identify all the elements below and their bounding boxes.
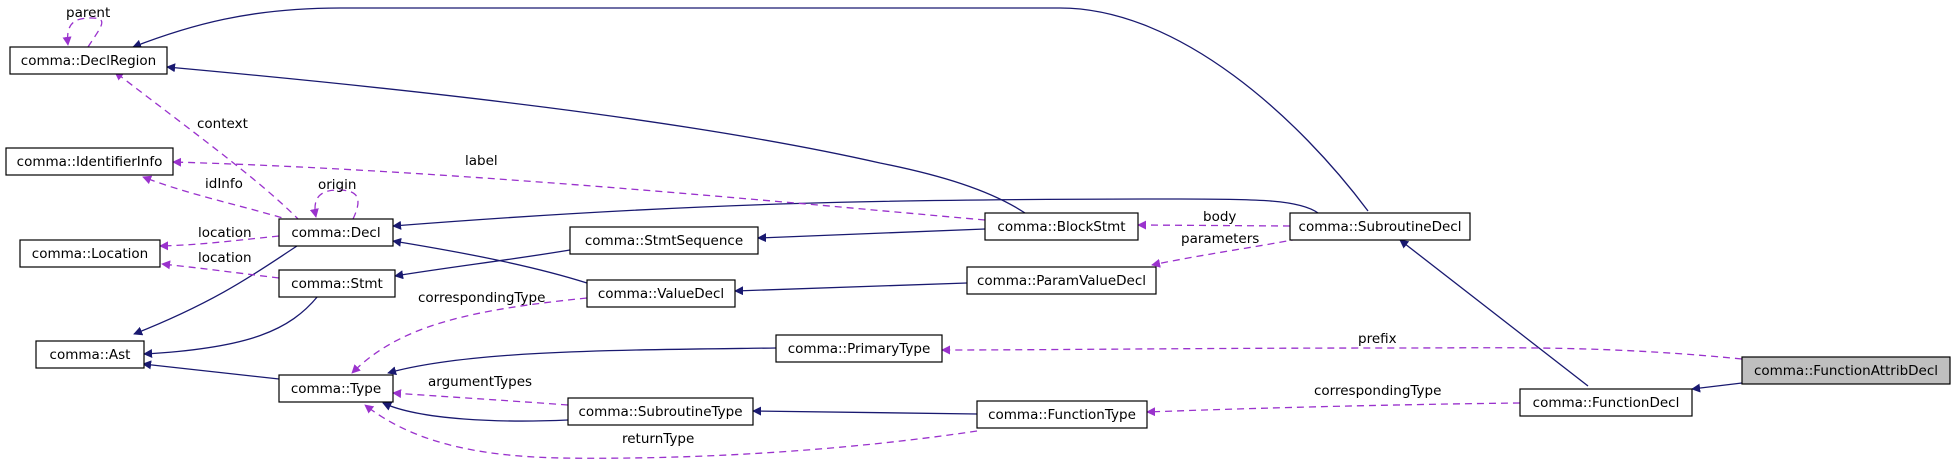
label-correspondingtype-functiondecl: correspondingType bbox=[1314, 383, 1441, 399]
node-stmt-label: comma::Stmt bbox=[291, 276, 383, 292]
edge-functiontype-returntype bbox=[364, 404, 978, 459]
label-correspondingtype-valuedecl: correspondingType bbox=[418, 290, 545, 306]
label-argumenttypes: argumentTypes bbox=[428, 374, 532, 390]
edge-decl-idinfo bbox=[142, 175, 294, 222]
node-identifierinfo-label: comma::IdentifierInfo bbox=[17, 154, 163, 170]
edge-subroutinedecl-to-declregion bbox=[132, 7, 1369, 212]
edge-decl-to-ast bbox=[133, 245, 298, 336]
edge-decl-origin-self bbox=[309, 189, 359, 220]
label-body: body bbox=[1203, 209, 1236, 225]
label-prefix: prefix bbox=[1358, 331, 1397, 347]
node-paramvaluedecl-label: comma::ParamValueDecl bbox=[977, 273, 1146, 289]
edge-stmt-location bbox=[161, 260, 280, 279]
edge-type-to-ast bbox=[142, 360, 280, 380]
node-decl[interactable]: comma::Decl bbox=[278, 218, 394, 247]
node-functiontype-label: comma::FunctionType bbox=[988, 407, 1136, 423]
node-functiontype[interactable]: comma::FunctionType bbox=[976, 400, 1148, 429]
label-location-stmt: location bbox=[198, 250, 252, 266]
edge-functiondecl-correspondingtype bbox=[1146, 402, 1521, 417]
label-returntype: returnType bbox=[622, 431, 694, 447]
label-label: label bbox=[465, 153, 498, 169]
edge-functiontype-to-subroutinetype bbox=[752, 406, 978, 416]
node-blockstmt[interactable]: comma::BlockStmt bbox=[984, 212, 1139, 241]
node-primarytype-label: comma::PrimaryType bbox=[788, 341, 931, 357]
node-ast-label: comma::Ast bbox=[50, 347, 131, 363]
node-stmtsequence-label: comma::StmtSequence bbox=[585, 233, 743, 249]
node-declregion[interactable]: comma::DeclRegion bbox=[9, 46, 168, 75]
node-functiondecl-label: comma::FunctionDecl bbox=[1533, 395, 1680, 411]
node-blockstmt-label: comma::BlockStmt bbox=[997, 219, 1125, 235]
edge-blockstmt-label bbox=[172, 157, 986, 221]
node-identifierinfo[interactable]: comma::IdentifierInfo bbox=[5, 147, 174, 176]
node-location-label: comma::Location bbox=[32, 246, 148, 262]
edge-paramvaluedecl-to-valuedecl bbox=[734, 282, 968, 296]
edge-functiondecl-to-subroutinedecl bbox=[1399, 239, 1589, 387]
edge-decl-context bbox=[114, 71, 301, 222]
node-declregion-label: comma::DeclRegion bbox=[21, 53, 156, 69]
node-primarytype[interactable]: comma::PrimaryType bbox=[775, 334, 943, 363]
node-type[interactable]: comma::Type bbox=[278, 374, 394, 403]
node-valuedecl-label: comma::ValueDecl bbox=[598, 286, 724, 302]
edge-valuedecl-to-decl bbox=[392, 237, 588, 284]
label-idinfo: idInfo bbox=[205, 176, 243, 192]
node-stmt[interactable]: comma::Stmt bbox=[278, 269, 396, 298]
node-functiondecl[interactable]: comma::FunctionDecl bbox=[1519, 388, 1693, 417]
edge-functionattribdecl-to-functiondecl bbox=[1691, 382, 1743, 393]
node-functionattribdecl[interactable]: comma::FunctionAttribDecl bbox=[1741, 356, 1951, 385]
label-location-decl: location bbox=[198, 225, 252, 241]
node-stmtsequence[interactable]: comma::StmtSequence bbox=[569, 226, 759, 255]
node-valuedecl[interactable]: comma::ValueDecl bbox=[586, 279, 736, 308]
node-decl-label: comma::Decl bbox=[291, 225, 380, 241]
node-subroutinedecl[interactable]: comma::SubroutineDecl bbox=[1289, 212, 1471, 241]
edge-primarytype-to-type bbox=[387, 347, 777, 376]
edge-subroutinetype-argumenttypes bbox=[392, 389, 569, 406]
node-functionattribdecl-label: comma::FunctionAttribDecl bbox=[1754, 363, 1938, 379]
edge-subroutinetype-to-type bbox=[382, 402, 569, 422]
edge-subroutinedecl-to-decl bbox=[392, 198, 1319, 230]
node-subroutinetype-label: comma::SubroutineType bbox=[578, 404, 742, 420]
edge-subroutinedecl-parameters bbox=[1151, 238, 1299, 268]
edge-functionattribdecl-prefix bbox=[941, 345, 1743, 360]
edge-decl-location bbox=[159, 235, 280, 251]
label-parameters: parameters bbox=[1181, 231, 1259, 247]
node-paramvaluedecl[interactable]: comma::ParamValueDecl bbox=[966, 266, 1157, 295]
edge-valuedecl-correspondingtype bbox=[351, 297, 588, 374]
inheritance-edges bbox=[132, 7, 1743, 422]
edge-blockstmt-to-stmtsequence bbox=[757, 228, 986, 243]
edge-blockstmt-to-declregion bbox=[166, 63, 1026, 214]
label-context: context bbox=[197, 116, 248, 132]
edge-declregion-parent-self bbox=[62, 17, 103, 48]
node-subroutinetype[interactable]: comma::SubroutineType bbox=[567, 397, 754, 426]
edge-stmt-to-ast bbox=[143, 295, 319, 359]
edge-labels: parent context label idInfo origin locat… bbox=[66, 5, 1441, 447]
node-ast[interactable]: comma::Ast bbox=[35, 340, 145, 369]
edge-subroutinedecl-body bbox=[1137, 220, 1291, 230]
member-edges bbox=[62, 17, 1743, 459]
label-parent: parent bbox=[66, 5, 110, 21]
node-type-label: comma::Type bbox=[291, 381, 381, 397]
node-subroutinedecl-label: comma::SubroutineDecl bbox=[1299, 219, 1462, 235]
edge-stmtsequence-to-stmt bbox=[394, 249, 571, 280]
node-location[interactable]: comma::Location bbox=[19, 239, 161, 268]
label-origin: origin bbox=[318, 177, 356, 193]
